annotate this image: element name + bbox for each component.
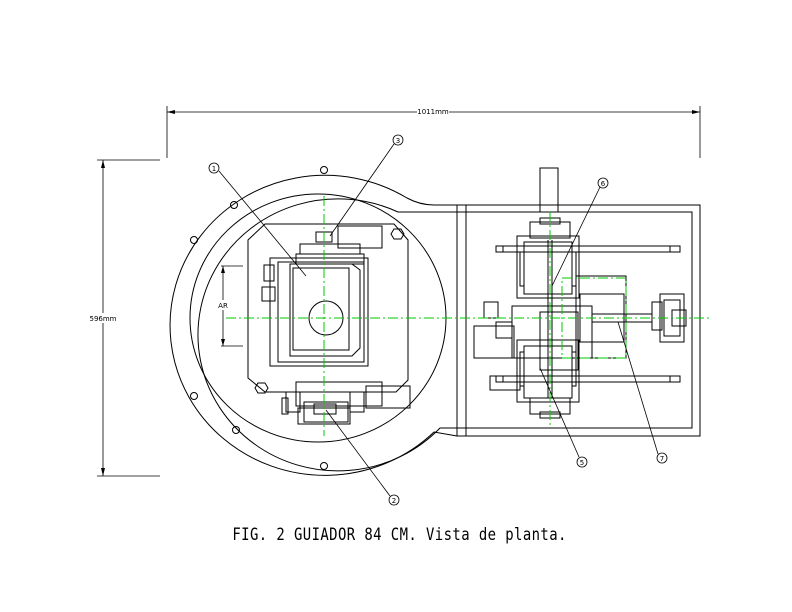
callout-6: 6 [551, 177, 609, 287]
callout-5-label: 5 [580, 459, 584, 467]
body-outline [169, 174, 701, 476]
dimension-width: 1011mm [166, 106, 701, 158]
callout-6-label: 6 [601, 180, 606, 188]
dimension-height: 596mm [86, 159, 160, 477]
figure-caption: FIG. 2 GUIADOR 84 CM. Vista de planta. [232, 525, 567, 545]
left-mount-plate [247, 223, 411, 425]
callout-1: 1 [208, 162, 307, 277]
callout-2: 2 [325, 409, 400, 506]
callout-3-label: 3 [396, 137, 400, 145]
callout-1-label: 1 [212, 165, 216, 173]
flange-bolt-holes [190, 166, 328, 470]
callout-2-label: 2 [392, 497, 396, 505]
dimension-width-label: 1011mm [417, 108, 449, 116]
callout-7-label: 7 [660, 455, 664, 463]
callout-3: 3 [329, 134, 404, 237]
dimension-height-label: 596mm [90, 315, 117, 323]
dimension-ar: AR [216, 265, 243, 347]
callout-7: 7 [617, 321, 668, 464]
dimension-ar-label: AR [218, 302, 228, 310]
callout-5: 5 [539, 367, 588, 468]
center-lines [226, 196, 712, 436]
